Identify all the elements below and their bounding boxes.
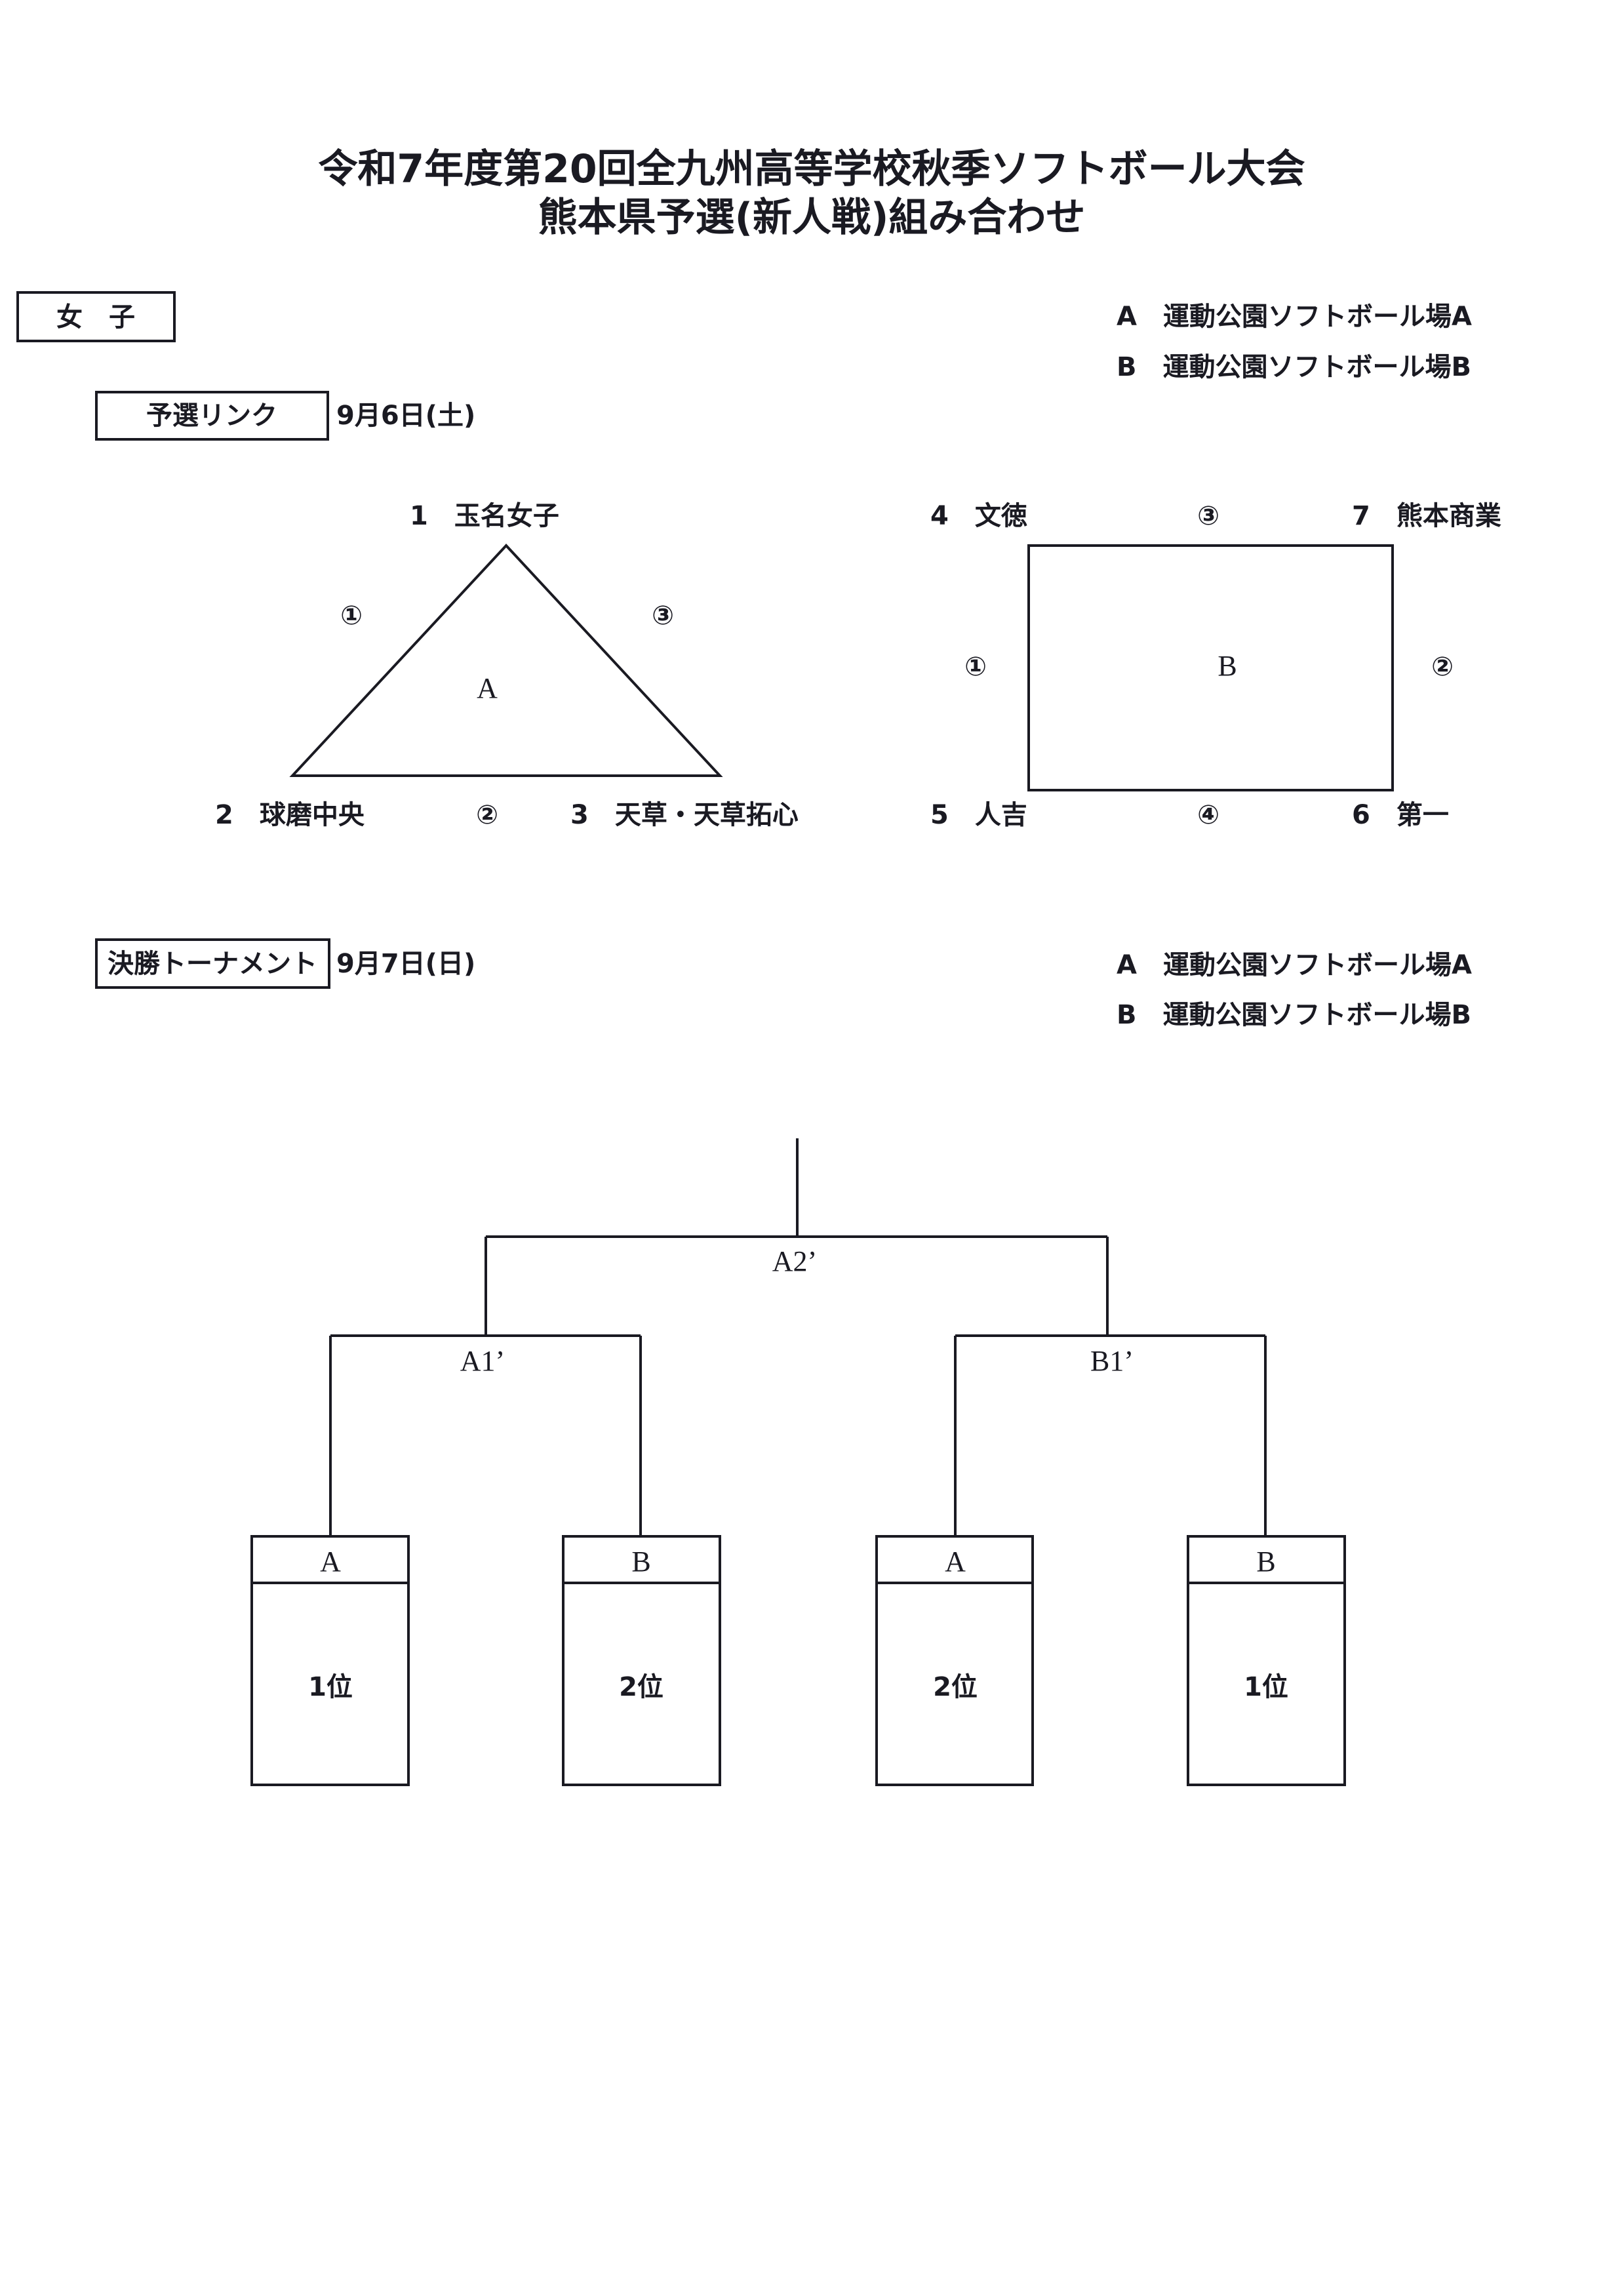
game-b3: ③ (1197, 501, 1219, 531)
venue-a: A 運動公園ソフトボール場A (1117, 302, 1472, 332)
team-2: 2 球磨中央 (215, 800, 365, 830)
venue-b: B 運動公園ソフトボール場B (1117, 352, 1471, 382)
bracket-lines (329, 1138, 1267, 1536)
slot-group: A (945, 1546, 966, 1578)
group-b-name: B (1218, 650, 1237, 682)
final-venue-a: A 運動公園ソフトボール場A (1117, 950, 1472, 980)
match-final: A2’ (772, 1245, 817, 1277)
preliminary-date: 9月6日(土) (336, 401, 475, 431)
slot-group: B (1256, 1546, 1275, 1578)
team-3: 3 天草・天草拓心 (570, 800, 799, 830)
match-semi-left: A1’ (460, 1345, 505, 1377)
final-venue-b: B 運動公園ソフトボール場B (1117, 1000, 1471, 1030)
slot-group: B (631, 1546, 650, 1578)
group-a-name: A (477, 672, 498, 704)
slot-rank: 2位 (933, 1672, 978, 1702)
team-4: 4 文徳 (930, 501, 1027, 531)
final-label: 決勝トーナメント (108, 949, 317, 979)
team-1: 1 玉名女子 (410, 501, 559, 531)
final-label-box (95, 938, 330, 989)
title-line2: 熊本県予選(新人戦)組み合わせ (538, 195, 1086, 241)
preliminary-label-box (95, 391, 329, 441)
slot-rank: 1位 (308, 1672, 353, 1702)
game-b2: ② (1431, 652, 1454, 682)
game-a2: ② (476, 800, 498, 830)
team-6: 6 第一 (1352, 800, 1449, 830)
slot-4: B 1位 (1187, 1535, 1346, 1786)
category-box (16, 291, 176, 342)
slot-1: A 1位 (250, 1535, 410, 1786)
team-7: 7 熊本商業 (1352, 501, 1501, 531)
final-date: 9月7日(日) (336, 949, 475, 979)
title-line1: 令和7年度第20回全九州高等学校秋季ソフトボール大会 (318, 146, 1305, 192)
group-a-triangle (289, 544, 723, 777)
game-a3: ③ (652, 601, 674, 631)
slot-3: A 2位 (875, 1535, 1034, 1786)
preliminary-label: 予選リンク (146, 401, 277, 431)
game-b1: ① (964, 652, 987, 682)
category-label: 女 子 (56, 302, 135, 332)
game-a1: ① (340, 601, 363, 631)
game-b4: ④ (1197, 800, 1219, 830)
match-semi-right: B1’ (1090, 1345, 1134, 1377)
slot-2: B 2位 (562, 1535, 721, 1786)
slot-rank: 1位 (1244, 1672, 1288, 1702)
team-5: 5 人吉 (930, 800, 1027, 830)
slot-rank: 2位 (619, 1672, 663, 1702)
slot-group: A (320, 1546, 341, 1578)
group-b-rect (1027, 544, 1394, 791)
